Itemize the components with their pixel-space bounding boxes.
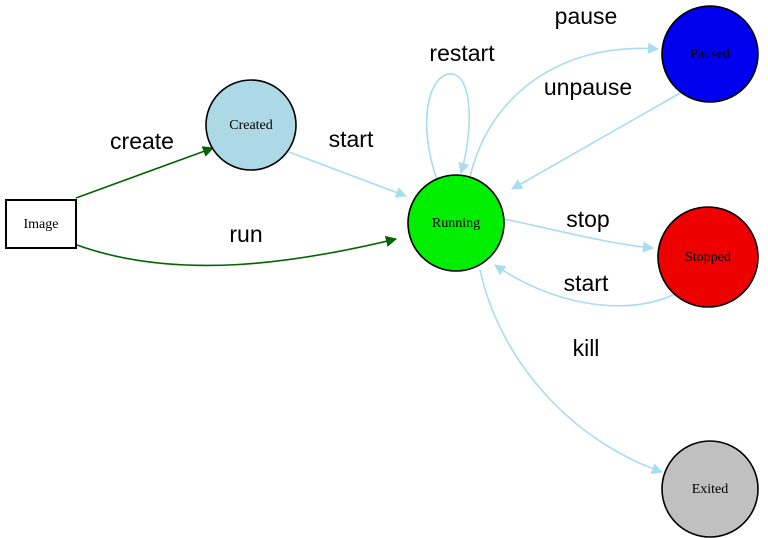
node-created[interactable]: Created	[205, 79, 297, 171]
node-exited-shape	[661, 440, 759, 538]
edge-label-kill: kill	[573, 335, 600, 361]
node-paused-shape	[661, 5, 759, 103]
edges-layer: create run start restart pause unpause	[75, 3, 683, 474]
edge-label-start-created: start	[329, 126, 374, 152]
edge-label-stop: stop	[566, 206, 609, 232]
edge-stop[interactable]: stop	[503, 206, 655, 253]
edge-label-create: create	[110, 128, 174, 154]
edge-restart-path	[425, 73, 470, 181]
edge-create[interactable]: create	[75, 128, 215, 199]
node-running-shape	[407, 174, 505, 272]
node-running[interactable]: Running	[407, 174, 505, 272]
node-exited-label: Exited	[692, 482, 729, 497]
edge-pause[interactable]: pause	[469, 3, 660, 178]
edge-unpause-path	[511, 91, 683, 190]
edge-run[interactable]: run	[76, 221, 398, 267]
node-created-label: Created	[229, 118, 273, 133]
edge-label-pause: pause	[555, 3, 618, 29]
node-exited[interactable]: Exited	[661, 440, 759, 538]
node-created-shape	[205, 79, 297, 171]
edge-start-stopped[interactable]: start	[494, 264, 676, 307]
edge-start-stopped-path	[494, 264, 676, 307]
edge-stop-path	[503, 218, 655, 253]
edge-start-created-path	[288, 151, 408, 198]
edge-kill[interactable]: kill	[479, 269, 664, 474]
edge-start-created[interactable]: start	[288, 126, 408, 198]
edge-label-unpause: unpause	[544, 74, 632, 100]
nodes-layer: Image Created Running Paused Stopped Exi	[5, 5, 759, 538]
edge-restart[interactable]: restart	[425, 40, 496, 181]
edge-label-restart: restart	[429, 40, 495, 66]
edge-label-start-stopped: start	[564, 270, 609, 296]
node-paused-label: Paused	[690, 47, 730, 62]
edge-kill-path	[479, 269, 664, 474]
node-stopped-label: Stopped	[685, 250, 731, 265]
edge-unpause[interactable]: unpause	[511, 74, 683, 190]
edge-label-run: run	[229, 221, 262, 247]
edge-pause-path	[469, 42, 660, 178]
node-running-label: Running	[432, 216, 480, 231]
node-image-label: Image	[24, 217, 59, 232]
edge-create-path	[75, 146, 215, 199]
node-stopped[interactable]: Stopped	[657, 206, 759, 308]
node-image-shape	[5, 199, 77, 249]
node-paused[interactable]: Paused	[661, 5, 759, 103]
edge-run-path	[76, 235, 398, 267]
node-image[interactable]: Image	[5, 199, 77, 249]
node-stopped-shape	[657, 206, 759, 308]
